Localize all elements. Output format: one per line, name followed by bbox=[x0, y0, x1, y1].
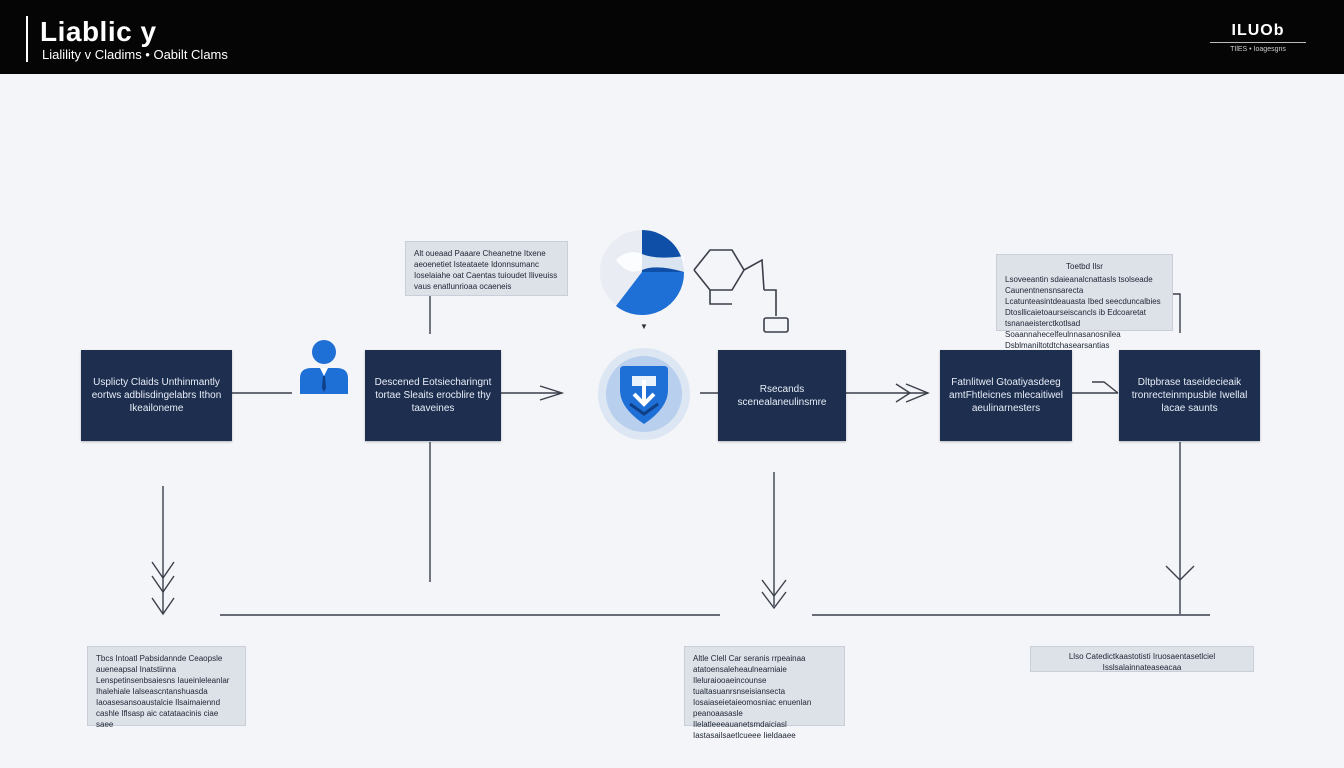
note-bottom-right-text: Llso Catedictkaastotisti Iruosaentasetlc… bbox=[1068, 652, 1216, 672]
note-bottom-left: Tbcs Intoatl Pabsidannde Ceaopsle auenea… bbox=[87, 646, 246, 729]
arrowhead-down-box3-b bbox=[761, 591, 787, 610]
arrowhead-down-left-b bbox=[151, 575, 175, 594]
arrowhead-down-left-a bbox=[151, 561, 175, 580]
small-arrow-icon: ▼ bbox=[640, 322, 648, 331]
arrowhead-box3-box4-b bbox=[905, 383, 930, 403]
header-bar: Liablic y Lialility v Cladims • Oabilt C… bbox=[0, 0, 1344, 74]
arrowhead-down-box3-a bbox=[761, 579, 787, 598]
process-box-4[interactable]: Fatnlitwel Gtoatiyasdeeg amtFhtleicnes m… bbox=[940, 350, 1072, 441]
note-bottom-center: Altle Clell Car seranis rrpeainaa atatoe… bbox=[684, 646, 845, 740]
note-bottom-right: Llso Catedictkaastotisti Iruosaentasetlc… bbox=[1030, 646, 1254, 672]
process-box-5[interactable]: Dltpbrase taseidecieaik tronrecteinmpusb… bbox=[1119, 350, 1260, 441]
connector-note-top-right bbox=[1173, 293, 1181, 333]
note-bottom-left-text: Tbcs Intoatl Pabsidannde Ceaopsle auenea… bbox=[96, 654, 230, 729]
process-box-3-label: Rsecands scenealaneulinsmre bbox=[737, 383, 827, 408]
hexagon-network-icon bbox=[693, 249, 789, 333]
process-box-2-label: Descened Eotsiecharingnt tortae Sleaits … bbox=[374, 377, 492, 414]
note-top-left-text: Alt oueaad Paaare Cheanetne Itxene aeoen… bbox=[414, 249, 558, 291]
process-box-2[interactable]: Descened Eotsiecharingnt tortae Sleaits … bbox=[365, 350, 501, 441]
person-icon bbox=[300, 340, 348, 394]
page-title: Liablic y bbox=[40, 16, 157, 47]
arrowhead-box2-circle bbox=[539, 385, 565, 401]
logo-mark: ILUOb bbox=[1231, 22, 1285, 39]
arrowhead-down-left-c bbox=[151, 597, 175, 616]
note-top-right-text: Lsoveeantin sdaieanalcnattasls tsolseade… bbox=[1005, 275, 1161, 350]
arrowhead-box4-box5 bbox=[1092, 381, 1119, 394]
shield-download-icon bbox=[598, 348, 690, 440]
arrowhead-box3-box4 bbox=[895, 383, 912, 403]
arrowhead-down-box5 bbox=[1165, 565, 1195, 581]
process-box-1[interactable]: Usplicty Claids Unthinmantly eortws adbl… bbox=[81, 350, 232, 441]
note-top-right-title: Toetbd Ilsr bbox=[1066, 262, 1103, 271]
note-bottom-center-text: Altle Clell Car seranis rrpeainaa atatoe… bbox=[693, 654, 812, 740]
process-box-5-label: Dltpbrase taseidecieaik tronrecteinmpusb… bbox=[1131, 377, 1248, 414]
note-top-left: Alt oueaad Paaare Cheanetne Itxene aeoen… bbox=[405, 241, 568, 296]
brand-logo: ILUOb TIlES • Ioagesgns bbox=[1210, 22, 1306, 54]
page-subtitle: Lialility v Cladims • Oabilt Clams bbox=[42, 47, 228, 62]
logo-caption: TIlES • Ioagesgns bbox=[1230, 46, 1286, 53]
logo-rule bbox=[1210, 42, 1306, 43]
pie-chart-icon bbox=[600, 230, 685, 316]
process-box-4-label: Fatnlitwel Gtoatiyasdeeg amtFhtleicnes m… bbox=[949, 377, 1063, 414]
header-accent-line bbox=[26, 16, 28, 62]
note-top-right: Toetbd Ilsr Lsoveeantin sdaieanalcnattas… bbox=[996, 254, 1173, 350]
process-box-1-label: Usplicty Claids Unthinmantly eortws adbl… bbox=[91, 377, 222, 414]
process-box-3[interactable]: Rsecands scenealaneulinsmre bbox=[718, 350, 846, 441]
